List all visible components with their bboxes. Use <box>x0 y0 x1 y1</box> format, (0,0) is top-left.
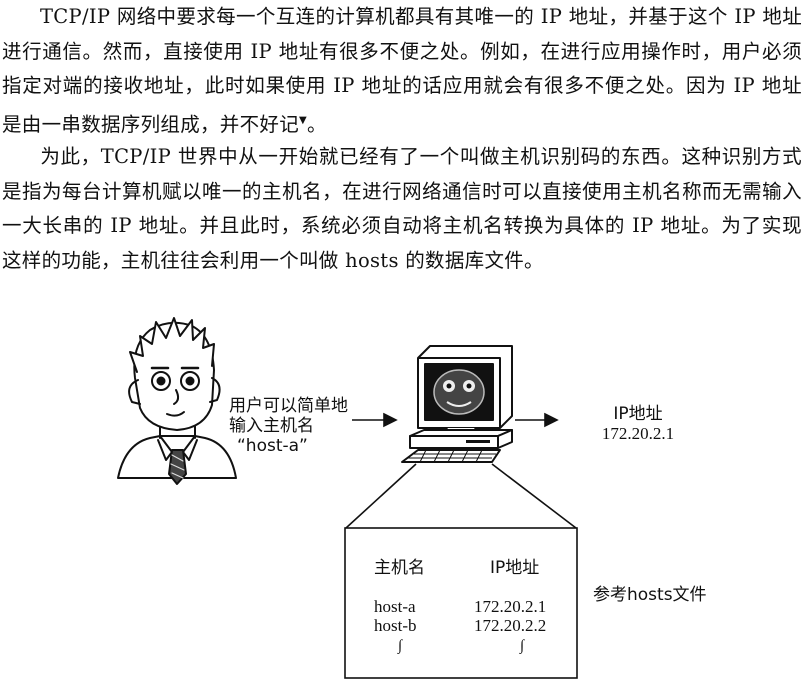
user-illustration <box>117 317 237 485</box>
table-ellipsis-hostname: ∫ <box>398 638 403 654</box>
paragraph-1-end: 。 <box>307 112 327 136</box>
hosts-caption: 参考hosts文件 <box>593 585 707 605</box>
zoom-lines <box>345 463 577 529</box>
ip-label: IP地址 172.20.2.1 <box>593 404 683 444</box>
hostname-cell: host-b <box>374 616 417 635</box>
table-row: host-a <box>374 598 416 616</box>
paragraph-2-text: 为此，TCP/IP 世界中从一开始就已经有了一个叫做主机识别码的东西。这种识别方… <box>2 145 802 272</box>
table-row: 172.20.2.2 <box>474 617 546 635</box>
hostname-cell: host-a <box>374 597 416 616</box>
ip-label-line1: IP地址 <box>613 404 663 424</box>
hosts-file-box <box>344 527 578 679</box>
arrow-to-computer <box>352 412 398 428</box>
ip-cell: 172.20.2.1 <box>474 597 547 616</box>
paragraph-1: TCP/IP 网络中要求每一个互连的计算机都具有其唯一的 IP 地址，并基于这个… <box>2 0 802 142</box>
ip-cell: 172.20.2.2 <box>474 616 547 635</box>
user-label-line2: 输入主机名 <box>229 416 314 436</box>
table-header-hostname: 主机名 <box>374 558 425 578</box>
computer-illustration <box>401 345 513 463</box>
paragraph-1-text: TCP/IP 网络中要求每一个互连的计算机都具有其唯一的 IP 地址，并基于这个… <box>2 5 802 136</box>
user-label-line3: “host-a” <box>237 436 308 456</box>
table-row: host-b <box>374 617 417 635</box>
user-label: 用户可以简单地 输入主机名 “host-a” <box>229 396 348 456</box>
table-ellipsis-ip: ∫ <box>520 638 525 654</box>
ip-label-line2: 172.20.2.1 <box>601 424 675 443</box>
footnote-mark: ▼ <box>299 114 308 126</box>
table-row: 172.20.2.1 <box>474 598 546 616</box>
paragraph-2: 为此，TCP/IP 世界中从一开始就已经有了一个叫做主机识别码的东西。这种识别方… <box>2 140 802 278</box>
table-header-ip: IP地址 <box>490 558 540 578</box>
arrow-to-ip <box>515 412 559 428</box>
user-label-line1: 用户可以简单地 <box>229 396 348 416</box>
